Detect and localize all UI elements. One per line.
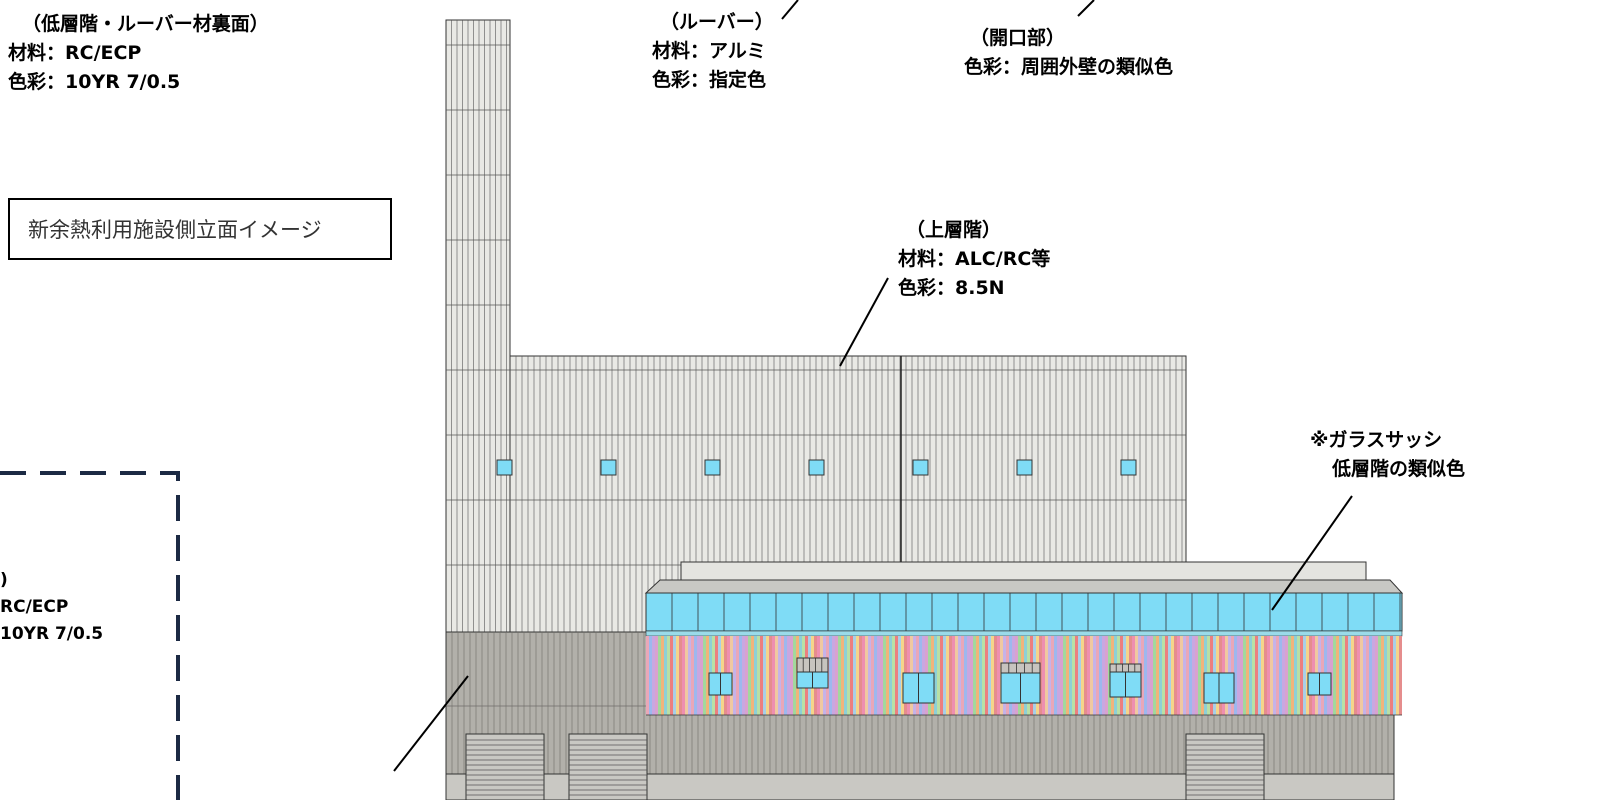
window-icon <box>1016 459 1033 476</box>
diagram-title-box: 新余熱利用施設側立面イメージ <box>8 198 392 260</box>
callout-line: 低層階の類似色 <box>1332 458 1466 480</box>
diagram-title: 新余熱利用施設側立面イメージ <box>28 218 322 242</box>
callout-line: ※ガラスサッシ <box>1310 429 1443 451</box>
callout-color: 色彩：周囲外壁の類似色 <box>964 56 1174 78</box>
callout-heading: （開口部） <box>970 27 1066 49</box>
callout-louver: （ルーバー） 材料：アルミ 色彩：指定色 <box>652 8 774 95</box>
shutters <box>465 733 1265 800</box>
callout-glass-sash: ※ガラスサッシ 低層階の類似色 <box>1310 426 1465 484</box>
window-icon <box>1120 459 1137 476</box>
callout-heading: （ルーバー） <box>660 11 774 33</box>
callout-line: RC/ECP <box>0 597 69 617</box>
opening-window <box>1203 672 1235 704</box>
glass-sash <box>645 592 1403 637</box>
upper-windows <box>496 459 1137 476</box>
window-icon <box>600 459 617 476</box>
window-icon <box>496 459 513 476</box>
callout-material: 材料：RC/ECP <box>8 42 142 64</box>
callout-heading: （低層階・ルーバー材裏面） <box>22 13 269 35</box>
callout-upper-floor: （上層階） 材料：ALC/RC等 色彩：8.5N <box>898 216 1050 303</box>
opening-window <box>1307 672 1332 696</box>
opening-window <box>902 672 935 704</box>
openings <box>708 657 1332 704</box>
callout-material: 材料：ALC/RC等 <box>898 248 1051 270</box>
opening-window <box>1109 663 1142 698</box>
callout-color: 色彩：指定色 <box>652 69 767 91</box>
opening-window <box>708 672 733 696</box>
callout-material: 材料：アルミ <box>652 40 766 62</box>
callout-lower-cut: ) RC/ECP 10YR 7/0.5 <box>0 567 103 648</box>
callout-color: 色彩：10YR 7/0.5 <box>8 71 181 93</box>
window-icon <box>912 459 929 476</box>
window-icon <box>704 459 721 476</box>
callout-lower-louver-back: （低層階・ルーバー材裏面） 材料：RC/ECP 色彩：10YR 7/0.5 <box>8 10 269 97</box>
opening-window <box>796 657 829 689</box>
leader-lines <box>393 0 1353 772</box>
callout-line: 10YR 7/0.5 <box>0 624 104 644</box>
window-icon <box>808 459 825 476</box>
opening-window <box>1000 662 1041 704</box>
callout-heading: （上層階） <box>906 219 1002 241</box>
callout-line: ) <box>0 570 8 590</box>
upper-wall <box>445 19 1187 633</box>
callout-color: 色彩：8.5N <box>898 277 1005 299</box>
low-roof <box>644 561 1404 594</box>
callout-opening: （開口部） 色彩：周囲外壁の類似色 <box>964 24 1173 82</box>
dashed-outline <box>0 471 180 800</box>
